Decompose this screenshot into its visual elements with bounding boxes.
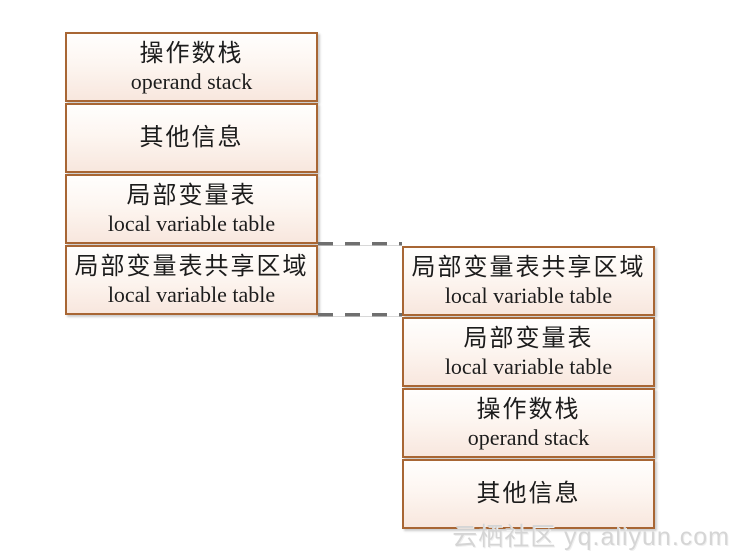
box-label-en: local variable table — [444, 354, 613, 379]
stack-box-other-info: 其他信息 — [65, 103, 318, 173]
box-label-zh: 局部变量表共享区域 — [411, 255, 646, 281]
stack-box-operand-stack: 操作数栈 operand stack — [402, 388, 655, 458]
stack-box-shared-region: 局部变量表共享区域 local variable table — [65, 245, 318, 315]
shared-region-connector-bottom — [318, 313, 402, 317]
box-label-zh: 局部变量表 — [126, 183, 257, 209]
box-label-en: local variable table — [107, 211, 276, 236]
box-label-zh: 局部变量表 — [463, 326, 594, 352]
box-label-en: operand stack — [467, 425, 590, 450]
stack-box-other-info: 其他信息 — [402, 459, 655, 529]
shared-region-connector-top — [318, 242, 402, 246]
stack-frame-left: 操作数栈 operand stack 其他信息 局部变量表 local vari… — [65, 32, 318, 315]
box-label-en: local variable table — [107, 282, 276, 307]
box-label-en: local variable table — [444, 283, 613, 308]
box-label-zh: 局部变量表共享区域 — [74, 254, 309, 280]
stack-box-operand-stack: 操作数栈 operand stack — [65, 32, 318, 102]
stack-box-local-variable-table: 局部变量表 local variable table — [65, 174, 318, 244]
box-label-zh: 操作数栈 — [139, 41, 244, 67]
stack-box-shared-region: 局部变量表共享区域 local variable table — [402, 246, 655, 316]
box-label-zh: 操作数栈 — [476, 397, 581, 423]
box-label-en: operand stack — [130, 69, 253, 94]
box-label-zh: 其他信息 — [476, 481, 581, 507]
stack-box-local-variable-table: 局部变量表 local variable table — [402, 317, 655, 387]
box-label-zh: 其他信息 — [139, 125, 244, 151]
stack-frame-right: 局部变量表共享区域 local variable table 局部变量表 loc… — [402, 246, 655, 529]
